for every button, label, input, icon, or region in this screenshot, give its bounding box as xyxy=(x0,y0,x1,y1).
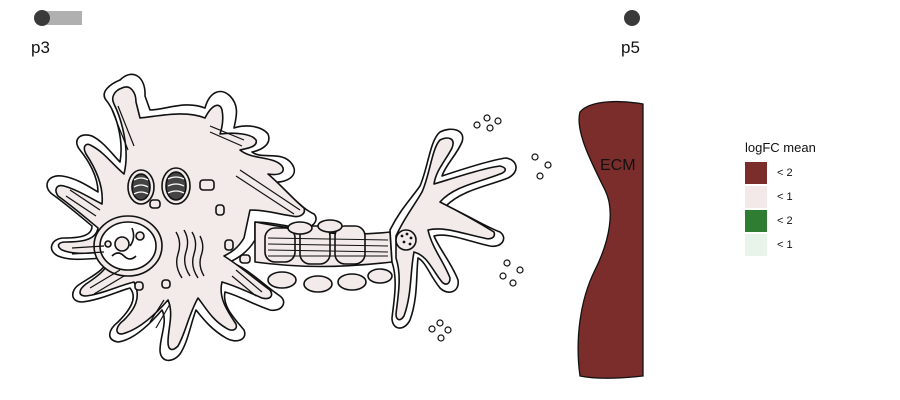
golgi xyxy=(175,229,205,279)
nucleus xyxy=(93,215,163,277)
ecm-shape xyxy=(577,100,644,379)
axon xyxy=(254,219,393,293)
legend-swatch xyxy=(745,161,767,184)
p5-marker[interactable] xyxy=(624,10,640,26)
legend: logFC mean < 2 < 1 < 2 < 1 xyxy=(745,140,816,257)
legend-label: < 1 xyxy=(777,190,793,203)
legend-swatch xyxy=(745,209,767,232)
legend-item: < 2 xyxy=(745,209,816,232)
legend-item: < 2 xyxy=(745,161,816,184)
endoplasmic-reticulum xyxy=(65,105,301,329)
p3-slider-knob[interactable] xyxy=(34,10,50,26)
released-vesicles xyxy=(428,114,552,342)
axon-terminal xyxy=(389,128,517,329)
neuron-cell xyxy=(46,73,552,362)
legend-item: < 1 xyxy=(745,185,816,208)
p3-slider[interactable] xyxy=(34,10,82,26)
panel-label-p3: p3 xyxy=(31,38,50,57)
panel-label-p5: p5 xyxy=(621,38,640,57)
legend-swatch xyxy=(745,233,767,256)
legend-swatch xyxy=(745,185,767,208)
p3-slider-track xyxy=(40,11,82,25)
legend-label: < 2 xyxy=(777,166,793,179)
mitochondria xyxy=(127,167,191,205)
legend-item: < 1 xyxy=(745,233,816,256)
ecm-label: ECM xyxy=(600,157,636,174)
vesicles-soma xyxy=(134,179,251,291)
legend-label: < 1 xyxy=(777,238,793,251)
legend-label: < 2 xyxy=(777,214,793,227)
legend-title: logFC mean xyxy=(745,140,816,155)
